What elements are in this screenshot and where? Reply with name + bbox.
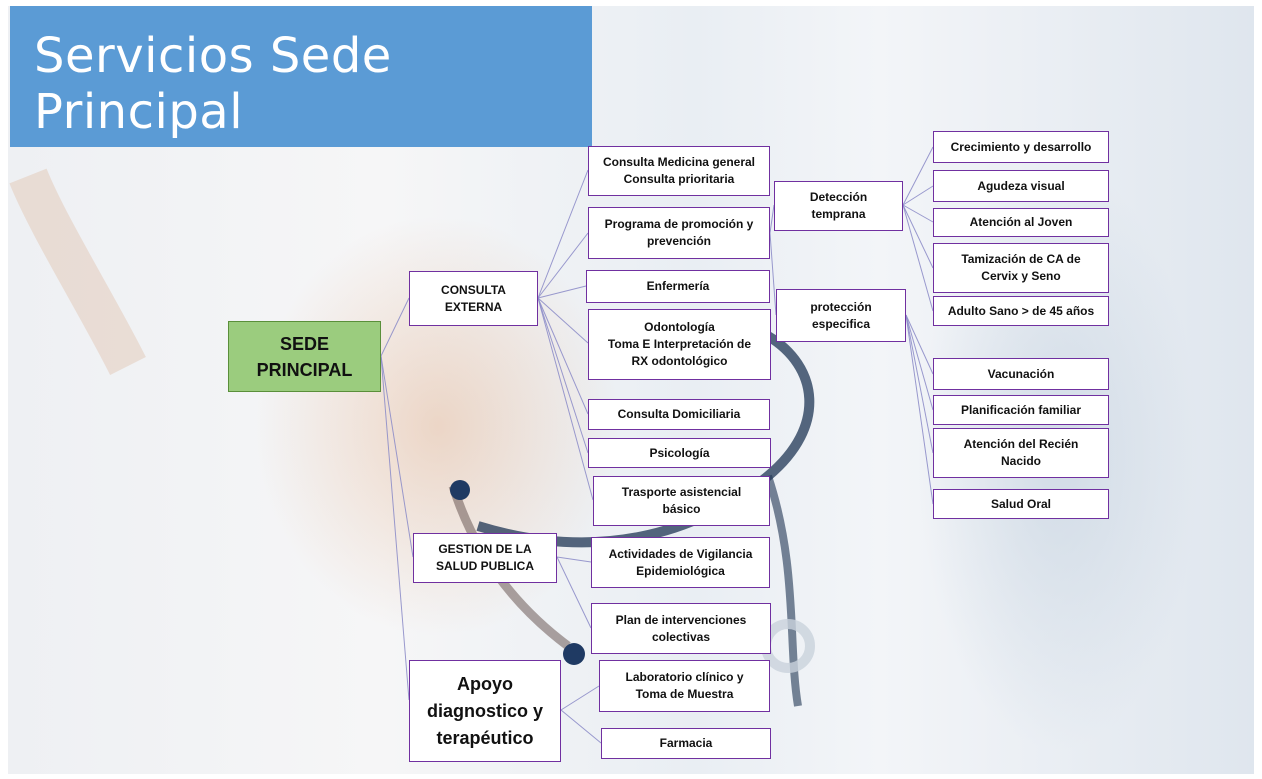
node-tamizacion: Tamización de CA de Cervix y Seno (933, 243, 1109, 293)
node-agudeza-visual: Agudeza visual (933, 170, 1109, 202)
node-planificacion-familiar: Planificación familiar (933, 395, 1109, 425)
node-atencion-joven: Atención al Joven (933, 208, 1109, 237)
title-banner: Servicios Sede Principal (10, 6, 592, 147)
node-salud-oral: Salud Oral (933, 489, 1109, 519)
node-atencion-recien-nacido: Atención del Recién Nacido (933, 428, 1109, 478)
node-odontologia: Odontología Toma E Interpretación de RX … (588, 309, 771, 380)
node-consulta-domiciliaria: Consulta Domiciliaria (588, 399, 770, 430)
node-proteccion-especifica: protección especifica (776, 289, 906, 342)
node-plan-intervenciones: Plan de intervenciones colectivas (591, 603, 771, 654)
node-enfermeria: Enfermería (586, 270, 770, 303)
node-psicologia: Psicología (588, 438, 771, 468)
node-transporte-asistencial: Trasporte asistencial básico (593, 476, 770, 526)
node-apoyo-diagnostico: Apoyo diagnostico y terapéutico (409, 660, 561, 762)
root-node-sede-principal: SEDE PRINCIPAL (228, 321, 381, 392)
node-gestion-salud-publica: GESTION DE LA SALUD PUBLICA (413, 533, 557, 583)
node-adulto-sano: Adulto Sano > de 45 años (933, 296, 1109, 326)
node-laboratorio-clinico: Laboratorio clínico y Toma de Muestra (599, 660, 770, 712)
node-promocion-prevencion: Programa de promoción y prevención (588, 207, 770, 259)
node-vigilancia-epidemiologica: Actividades de Vigilancia Epidemiológica (591, 537, 770, 588)
node-deteccion-temprana: Detección temprana (774, 181, 903, 231)
node-farmacia: Farmacia (601, 728, 771, 759)
node-consulta-medicina-general: Consulta Medicina general Consulta prior… (588, 146, 770, 196)
node-crecimiento-desarrollo: Crecimiento y desarrollo (933, 131, 1109, 163)
node-consulta-externa: CONSULTA EXTERNA (409, 271, 538, 326)
page-title: Servicios Sede Principal (34, 28, 392, 140)
node-vacunacion: Vacunación (933, 358, 1109, 390)
